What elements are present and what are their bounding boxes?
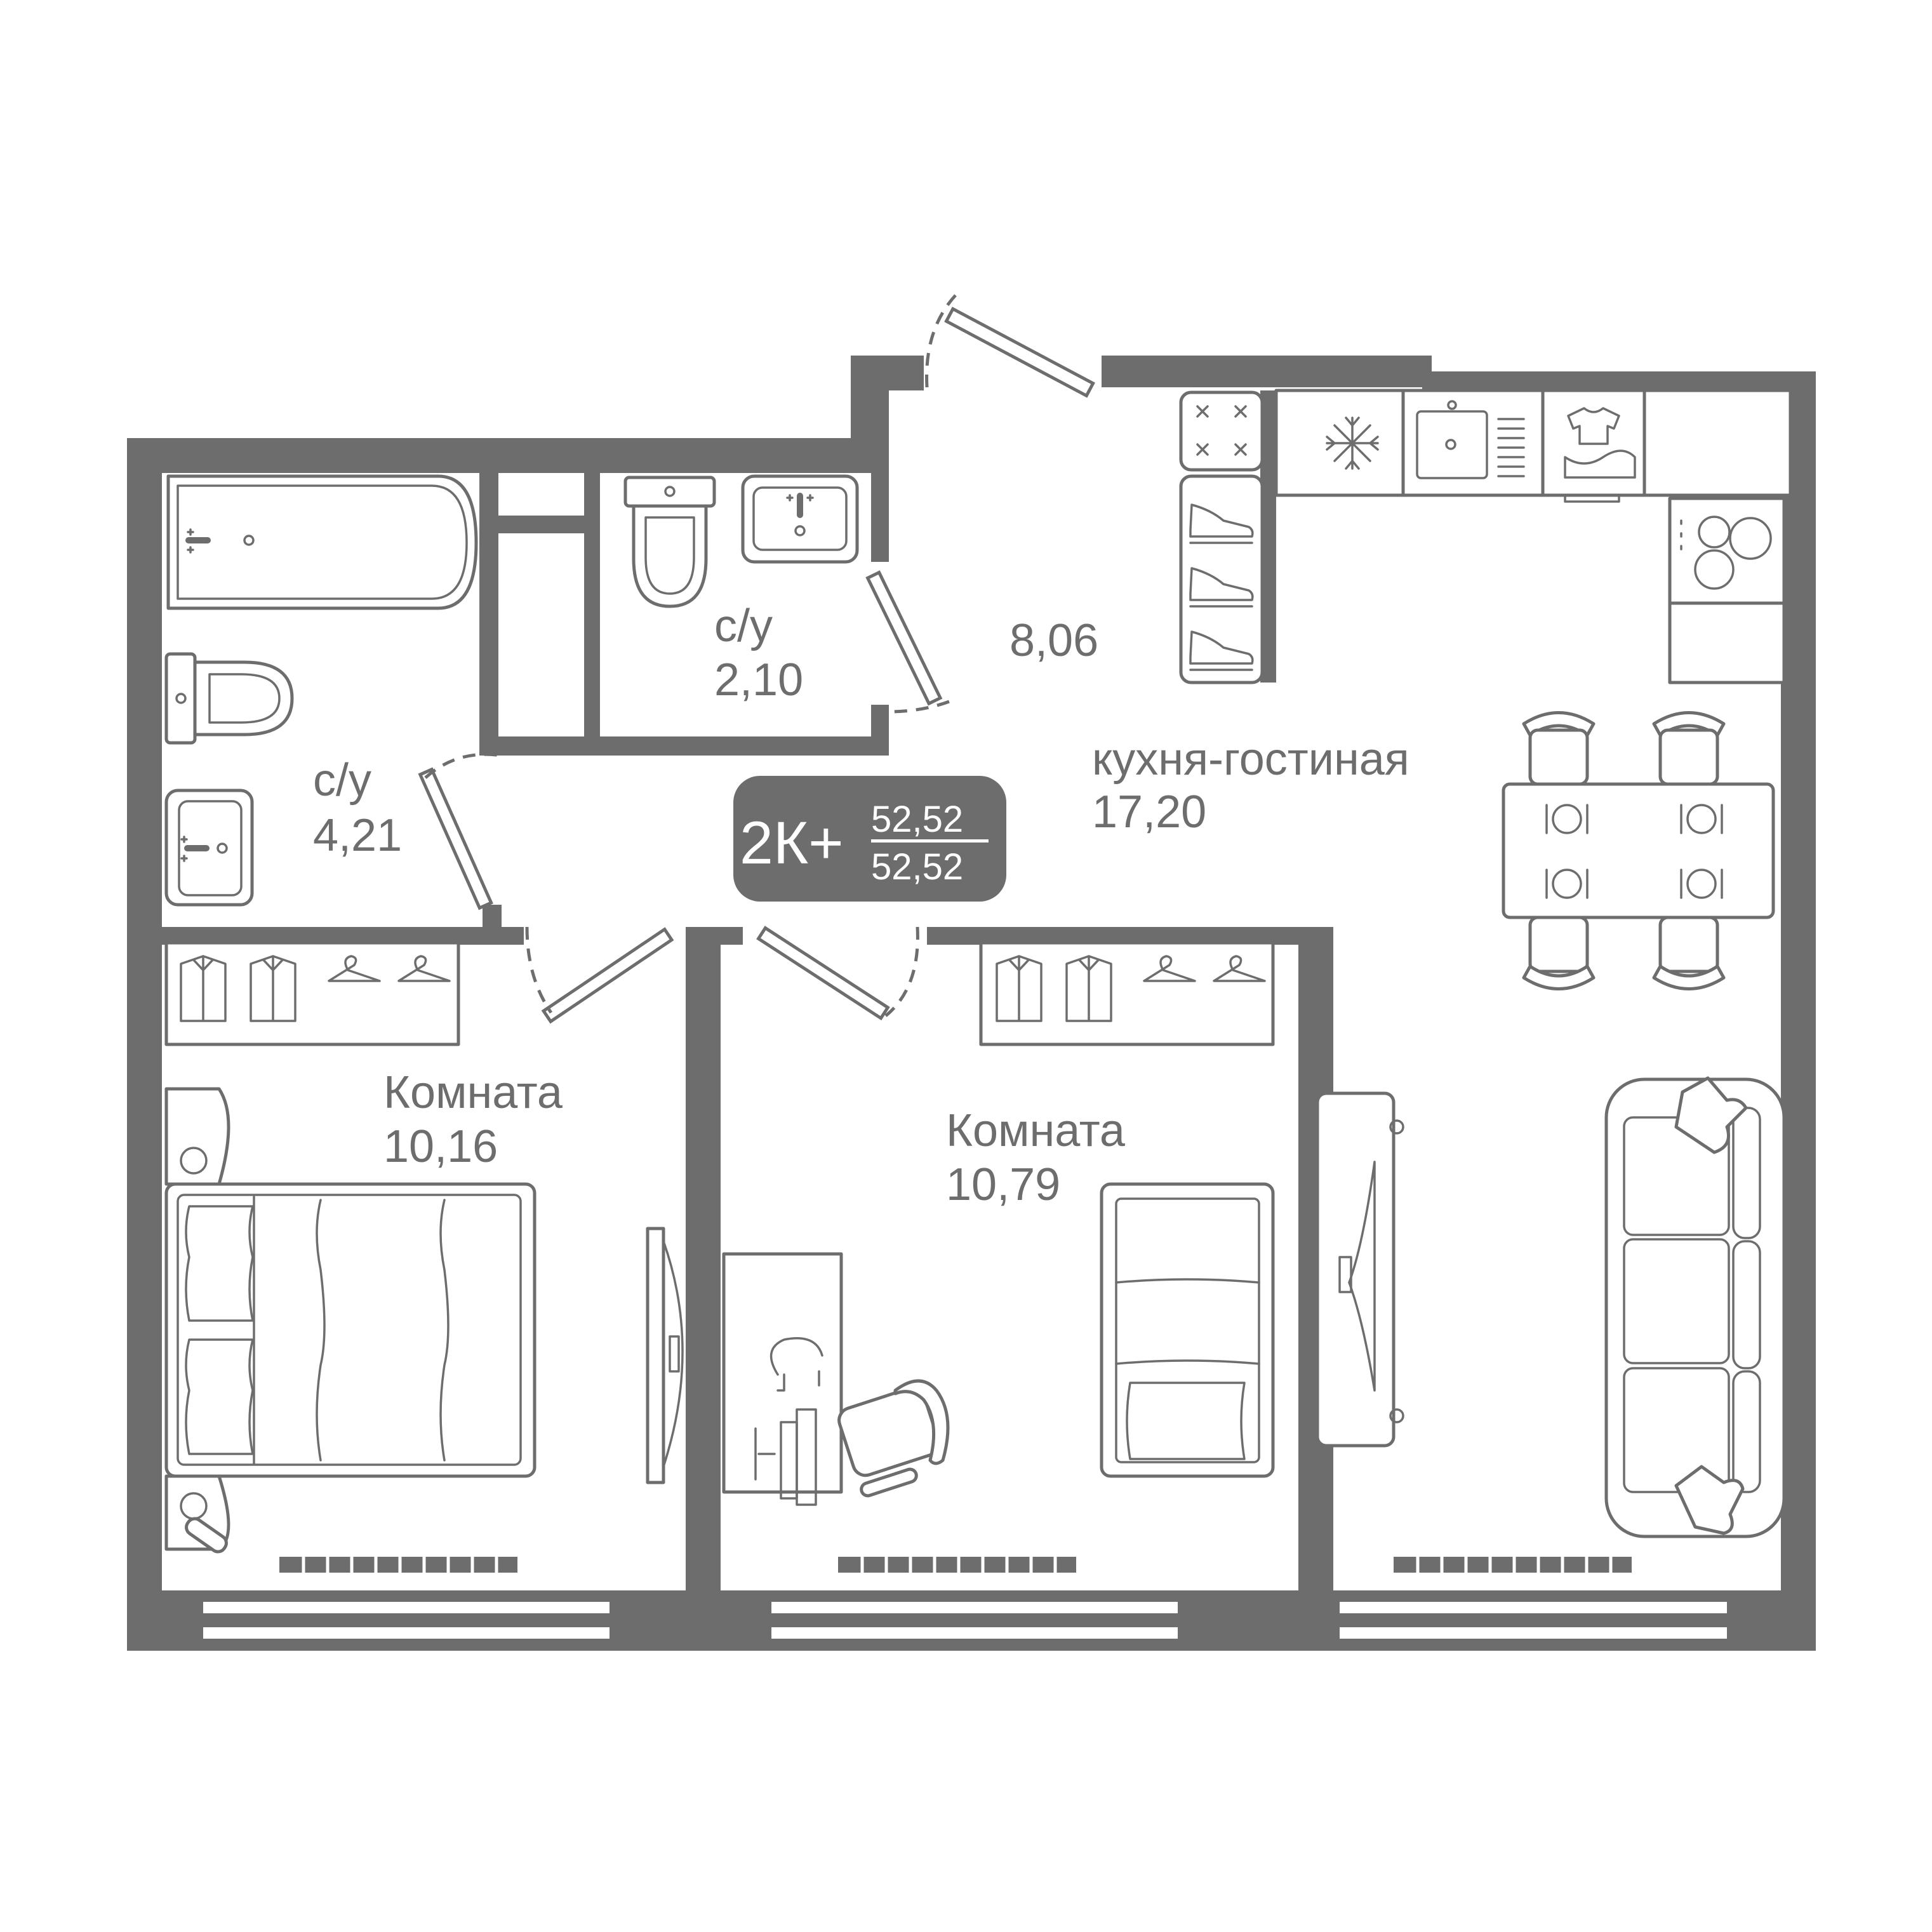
walls bbox=[127, 356, 1816, 1651]
desk-icon bbox=[722, 1252, 843, 1506]
radiator-icon bbox=[279, 1557, 517, 1573]
badge-area-living: 52,52 bbox=[871, 846, 963, 888]
window-middle bbox=[771, 1602, 1178, 1639]
room-area: 10,79 bbox=[946, 1159, 1060, 1210]
room-area: 17,20 bbox=[1092, 787, 1206, 837]
sink-icon bbox=[741, 474, 859, 564]
washer-icon bbox=[1541, 389, 1646, 503]
single-bed-icon bbox=[1100, 1182, 1275, 1478]
plate-icon bbox=[1545, 804, 1723, 899]
room-name: Комната bbox=[946, 1105, 1126, 1156]
sofa-icon bbox=[1604, 1076, 1786, 1538]
radiator-icon bbox=[838, 1557, 1076, 1573]
door-large-bathroom[interactable] bbox=[418, 752, 502, 910]
shoe-rack-icon bbox=[1179, 474, 1264, 684]
door-left-bedroom[interactable] bbox=[525, 926, 674, 1024]
room-name: с/у bbox=[714, 601, 773, 651]
badge-area-total: 52,52 bbox=[871, 799, 963, 840]
window-left bbox=[203, 1602, 610, 1639]
office-chair-icon bbox=[837, 1379, 950, 1498]
door-entrance[interactable] bbox=[925, 294, 1095, 398]
dining-table-icon bbox=[1502, 782, 1775, 919]
room-label-kitchen-living: кухня-гостиная 17,20 bbox=[1092, 734, 1409, 837]
cooktop-icon bbox=[1668, 496, 1786, 684]
room-label-bedroom-left: Комната 10,16 bbox=[383, 1067, 563, 1172]
stove-icon bbox=[1179, 390, 1264, 472]
window-right bbox=[1340, 1602, 1727, 1639]
room-name: кухня-гостиная bbox=[1092, 734, 1409, 785]
badge-rooms: 2К+ bbox=[740, 809, 844, 877]
room-label-hallway: 8,06 bbox=[1009, 615, 1098, 666]
nightstand-icon bbox=[164, 1087, 230, 1554]
toilet-icon bbox=[623, 476, 716, 608]
badge-divider bbox=[871, 839, 989, 843]
room-label-bathroom-small: с/у 2,10 bbox=[714, 601, 803, 705]
wardrobe-icon bbox=[164, 941, 460, 1046]
chair-icon bbox=[1522, 711, 1726, 990]
toilet-icon bbox=[164, 652, 294, 745]
apartment-badge: 2К+ 52,52 52,52 bbox=[733, 776, 1006, 902]
tv-unit-icon bbox=[646, 1227, 684, 1484]
radiator-icon bbox=[1394, 1557, 1632, 1573]
door-small-bathroom[interactable] bbox=[865, 570, 950, 714]
kitchen-sink-icon bbox=[1401, 389, 1545, 497]
room-area: 10,16 bbox=[383, 1121, 498, 1172]
room-label-bathroom-large: с/у 4,21 bbox=[313, 755, 402, 861]
room-name: с/у bbox=[313, 755, 371, 806]
room-area: 2,10 bbox=[714, 655, 803, 705]
door-middle-bedroom[interactable] bbox=[756, 926, 919, 1021]
room-label-bedroom-middle: Комната 10,79 bbox=[946, 1105, 1126, 1210]
wardrobe-icon bbox=[979, 941, 1275, 1046]
bathtub-icon bbox=[166, 474, 478, 610]
double-bed-icon bbox=[164, 1182, 536, 1478]
sink-icon bbox=[164, 789, 254, 907]
room-name: Комната bbox=[383, 1067, 563, 1118]
room-area: 4,21 bbox=[313, 810, 402, 861]
fridge-icon bbox=[1274, 389, 1418, 497]
counter-section bbox=[1642, 389, 1792, 497]
tv-unit-icon bbox=[1316, 1091, 1404, 1448]
room-area: 8,06 bbox=[1009, 615, 1098, 666]
